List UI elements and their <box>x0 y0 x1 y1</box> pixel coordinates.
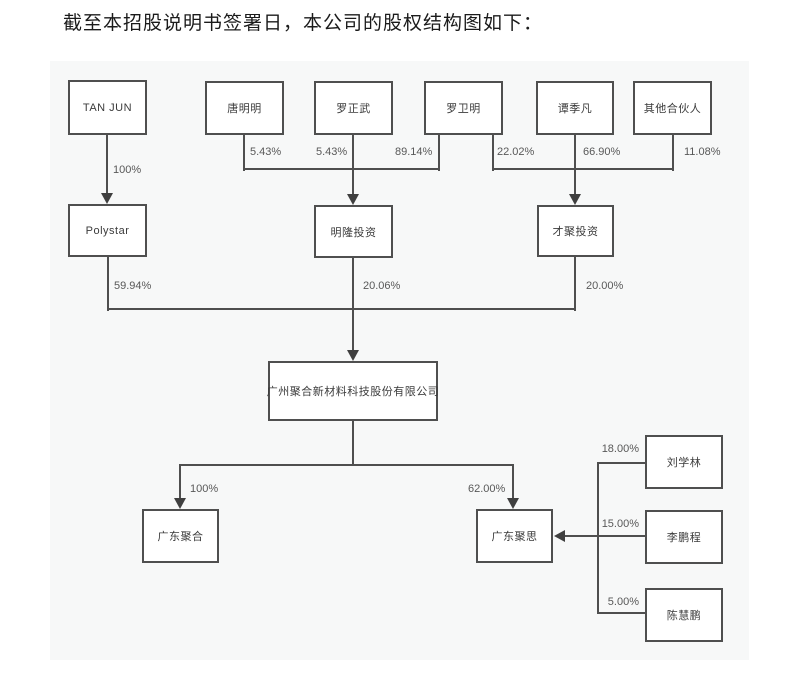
connector-right-collector <box>597 462 599 614</box>
page-title: 截至本招股说明书签署日，本公司的股权结构图如下： <box>63 13 544 34</box>
connector-tanjf-drop <box>574 135 576 195</box>
connector-minority-arrow-line <box>563 535 645 537</box>
node-polystar: Polystar <box>68 204 147 257</box>
connector-chen-branch <box>598 612 645 614</box>
ownership-label-chen-jusi: 5.00% <box>607 596 639 608</box>
connector-luowm-left-drop <box>438 135 440 171</box>
arrow-into-company-icon <box>347 350 359 361</box>
connector-luowm-right-drop <box>492 135 494 171</box>
node-chen-huipeng: 陈慧鹏 <box>645 588 723 642</box>
node-tan-jifan: 谭季凡 <box>536 81 614 135</box>
connector-juhe-drop <box>179 465 181 500</box>
arrow-into-polystar-icon <box>101 193 113 204</box>
node-liu-xuelin: 刘学林 <box>645 435 723 489</box>
ownership-label-company-juhe: 100% <box>190 483 219 495</box>
ownership-label-luozw-minglong: 5.43% <box>316 146 348 158</box>
arrow-into-juhe-icon <box>174 498 186 509</box>
ownership-label-tang-minglong: 5.43% <box>250 146 282 158</box>
node-caiju: 才聚投资 <box>537 205 614 257</box>
node-tan-jun: TAN JUN <box>68 80 147 135</box>
ownership-label-luowm-caiju: 22.02% <box>497 146 535 158</box>
connector-liu-branch <box>598 462 645 464</box>
ownership-label-liu-jusi: 18.00% <box>601 443 639 455</box>
node-luo-zhengwu: 罗正武 <box>314 81 393 135</box>
ownership-label-tanjf-caiju: 66.90% <box>583 146 621 158</box>
connector-tang-drop <box>243 135 245 171</box>
connector-caiju-collector <box>492 168 674 170</box>
arrow-into-jusi-right-icon <box>554 530 565 542</box>
arrow-into-jusi-icon <box>507 498 519 509</box>
ownership-label-other-caiju: 11.08% <box>684 146 721 158</box>
connector-company-collector <box>107 308 576 310</box>
connector-luozw-drop <box>352 135 354 195</box>
node-tang-mingming: 唐明明 <box>205 81 284 135</box>
ownership-label-company-jusi: 62.00% <box>468 483 506 495</box>
ownership-label-minglong-company: 20.06% <box>363 280 401 292</box>
ownership-label-caiju-company: 20.00% <box>586 280 624 292</box>
connector-jusi-drop <box>512 465 514 500</box>
connector-company-drop <box>352 421 354 466</box>
node-gd-juhe: 广东聚合 <box>142 509 219 563</box>
connector-polystar-drop <box>107 257 109 311</box>
node-minglong: 明隆投资 <box>314 205 393 258</box>
connector-minglong-collector <box>243 168 440 170</box>
ownership-label-luowm-minglong: 89.14% <box>395 146 433 158</box>
node-li-pengcheng: 李鹏程 <box>645 510 723 564</box>
node-gd-jusi: 广东聚思 <box>476 509 553 563</box>
node-company: 广州聚合新材料科技股份有限公司 <box>267 361 439 421</box>
connector-subsidiary-split <box>179 464 514 466</box>
connector-minglong-company <box>352 258 354 351</box>
equity-structure-diagram: TAN JUN 唐明明 罗正武 罗卫明 谭季凡 其他合伙人 Polystar 明… <box>50 61 749 660</box>
arrow-into-minglong-icon <box>347 194 359 205</box>
connector-other-drop <box>672 135 674 171</box>
node-other-partners: 其他合伙人 <box>633 81 712 135</box>
ownership-label-li-jusi: 15.00% <box>601 518 639 530</box>
ownership-label-polystar-company: 59.94% <box>114 280 152 292</box>
node-luo-weiming: 罗卫明 <box>424 81 503 135</box>
ownership-label-tanjun-polystar: 100% <box>113 164 142 176</box>
arrow-into-caiju-icon <box>569 194 581 205</box>
connector-caiju-drop <box>574 257 576 311</box>
connector-tanjun-polystar <box>106 135 108 195</box>
